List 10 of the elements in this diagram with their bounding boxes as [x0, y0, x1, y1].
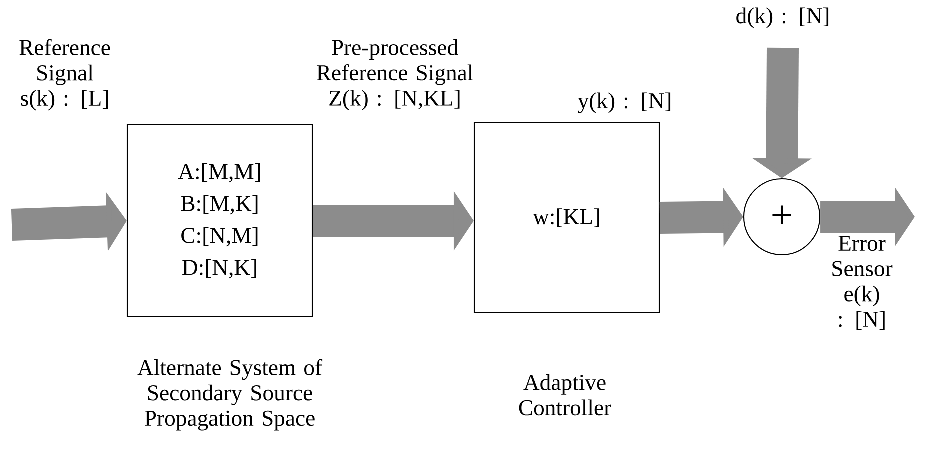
signal-label: Reference Signal s(k) : [L] — [20, 39, 110, 111]
block-box: w:[KL] — [474, 122, 660, 314]
signal-label: Error Sensor e(k) : [N] — [832, 236, 893, 330]
signal-label: y(k) : [N] — [578, 92, 671, 114]
signal-label: d(k) : [N] — [736, 8, 829, 28]
block-box: A:[M,M] B:[M,K] C:[N,M] D:[N,K] — [126, 124, 314, 318]
block-caption: Adaptive Controller — [519, 374, 612, 416]
block-caption: Alternate System of Secondary Source Propagation Space — [138, 359, 323, 431]
summing-junction: + — [743, 178, 821, 256]
signal-label: Pre-processed Reference Signal Z(k) : [N,KL] — [316, 39, 474, 111]
